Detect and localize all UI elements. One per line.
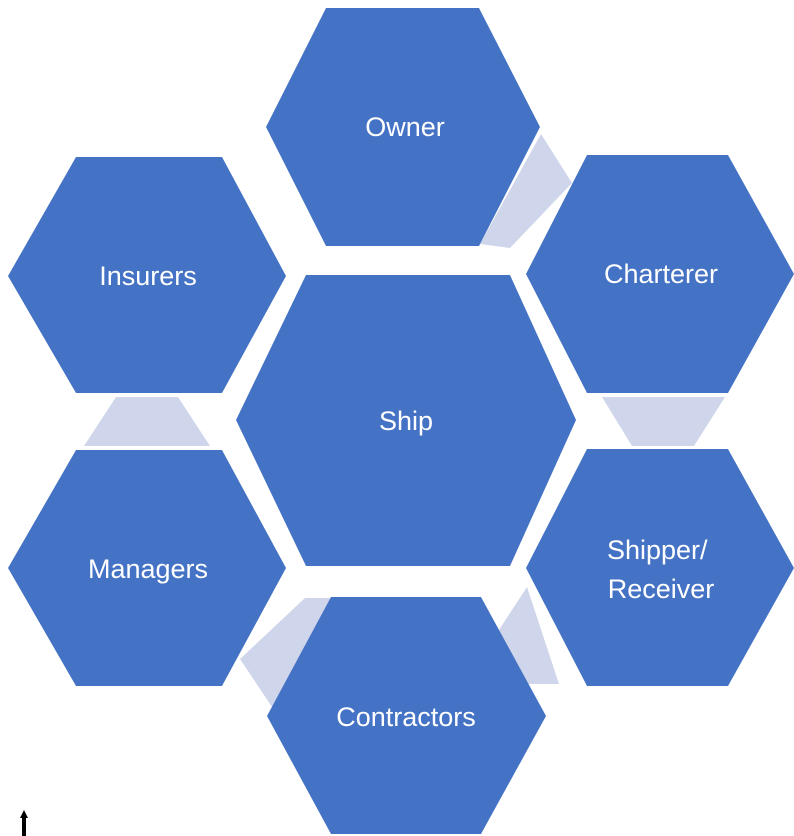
hexagon-ship: [236, 275, 576, 566]
label-charterer: Charterer: [604, 259, 718, 289]
connector-owner-charterer: [480, 134, 572, 248]
label-shipper-receiver: Shipper/ Receiver: [607, 535, 715, 604]
arrow-up-icon: [20, 810, 28, 836]
hexagon-insurers: [8, 157, 286, 393]
connector-charterer-shipper: [602, 397, 725, 446]
label-insurers-line: Insurers: [99, 261, 197, 291]
hexagon-charterer: [526, 155, 794, 393]
label-owner: Owner: [365, 112, 445, 142]
label-contractors-line: Contractors: [336, 702, 476, 732]
connector-contractors-managers: [240, 598, 337, 707]
hexagon-managers: [8, 450, 286, 686]
hexagon-contractors: [267, 597, 546, 834]
hexagon-owner: [266, 8, 540, 246]
label-shipper-line-1: Shipper/: [607, 535, 708, 565]
label-ship-line: Ship: [379, 406, 433, 436]
connector-managers-insurers: [84, 397, 210, 446]
hexagon-shipper-receiver: [526, 449, 794, 686]
label-managers: Managers: [88, 554, 208, 584]
label-ship: Ship: [379, 406, 433, 436]
label-shipper-line-2: Receiver: [608, 574, 715, 604]
label-contractors: Contractors: [336, 702, 476, 732]
label-managers-line: Managers: [88, 554, 208, 584]
label-insurers: Insurers: [99, 261, 197, 291]
label-owner-line: Owner: [365, 112, 445, 142]
label-charterer-line: Charterer: [604, 259, 718, 289]
